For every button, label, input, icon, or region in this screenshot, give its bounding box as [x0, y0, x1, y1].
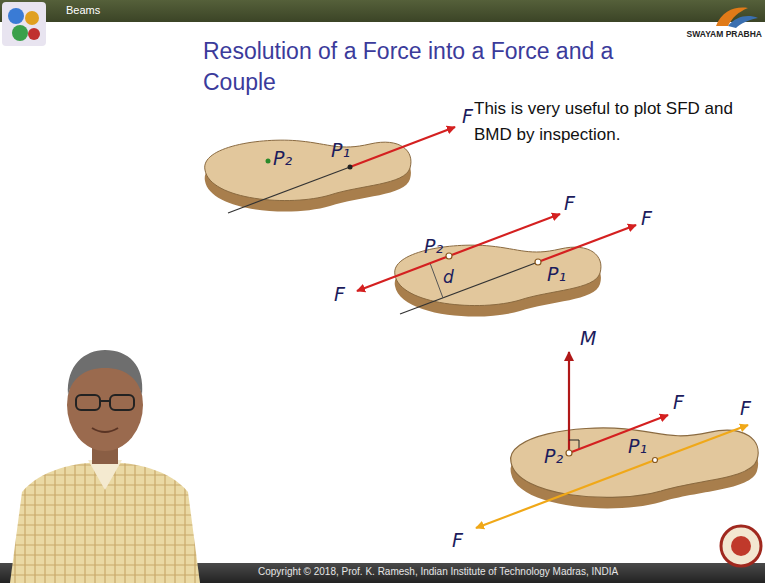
header-label: Beams	[66, 4, 100, 17]
rigid-body-3	[476, 352, 758, 528]
iitm-emblem	[721, 526, 761, 566]
note-text: This is very useful to plot SFD and BMD …	[474, 96, 759, 147]
rigid-body-1	[205, 127, 455, 213]
institute-logo	[2, 2, 46, 46]
point-label: P₂	[273, 148, 292, 170]
force-label: F	[462, 106, 473, 128]
force-label: F	[452, 530, 463, 552]
header-bar	[0, 0, 765, 22]
rigid-body-2	[357, 214, 636, 317]
force-label: F	[641, 208, 652, 230]
point-label: P₁	[331, 140, 350, 162]
force-label: F	[564, 193, 575, 215]
force-label: F	[740, 398, 751, 420]
force-label: F	[673, 392, 684, 414]
point-label: P₁	[547, 264, 566, 286]
moment-label: M	[580, 328, 596, 350]
force-label: F	[334, 284, 345, 306]
point-label: P₂	[544, 446, 563, 468]
swayam-logo	[716, 8, 758, 28]
point-label: P₁	[628, 436, 647, 458]
logo-text: SWAYAM PRABHA	[687, 30, 762, 40]
dimension-label: d	[443, 268, 454, 288]
copyright-text: Copyright © 2018, Prof. K. Ramesh, India…	[258, 566, 618, 578]
point-label: P₂	[424, 236, 443, 258]
slide-title: Resolution of a Force into a Force and a…	[203, 36, 643, 98]
presenter-video	[10, 350, 200, 583]
